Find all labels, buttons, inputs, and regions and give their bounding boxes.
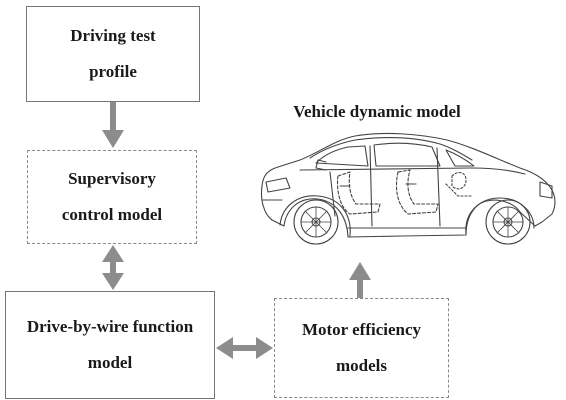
driving-test-profile-line-2: profile xyxy=(89,62,137,81)
vehicle-dynamic-model-label: Vehicle dynamic model xyxy=(293,102,461,121)
driving-test-profile-line-1: Driving test xyxy=(70,26,156,45)
driving-test-profile-block: Driving test profile xyxy=(26,6,200,102)
motor-efficiency-line-2: models xyxy=(336,356,387,375)
motor-efficiency-models-block: Motor efficiency models xyxy=(274,298,449,398)
arrow-bidirectional-horizontal-icon xyxy=(216,337,273,359)
supervisory-control-line-2: control model xyxy=(61,205,163,224)
drive-by-wire-line-1: Drive-by-wire function xyxy=(26,317,194,336)
supervisory-control-model-block: Supervisory control model xyxy=(27,150,197,244)
drive-by-wire-line-2: model xyxy=(87,353,133,372)
motor-efficiency-line-1: Motor efficiency xyxy=(301,320,422,339)
supervisory-control-line-1: Supervisory xyxy=(68,169,156,188)
arrow-up-icon xyxy=(349,262,371,298)
arrow-bidirectional-vertical-icon xyxy=(102,245,124,290)
drive-by-wire-function-model-block: Drive-by-wire function model xyxy=(5,291,215,399)
arrow-down-icon xyxy=(102,102,124,148)
